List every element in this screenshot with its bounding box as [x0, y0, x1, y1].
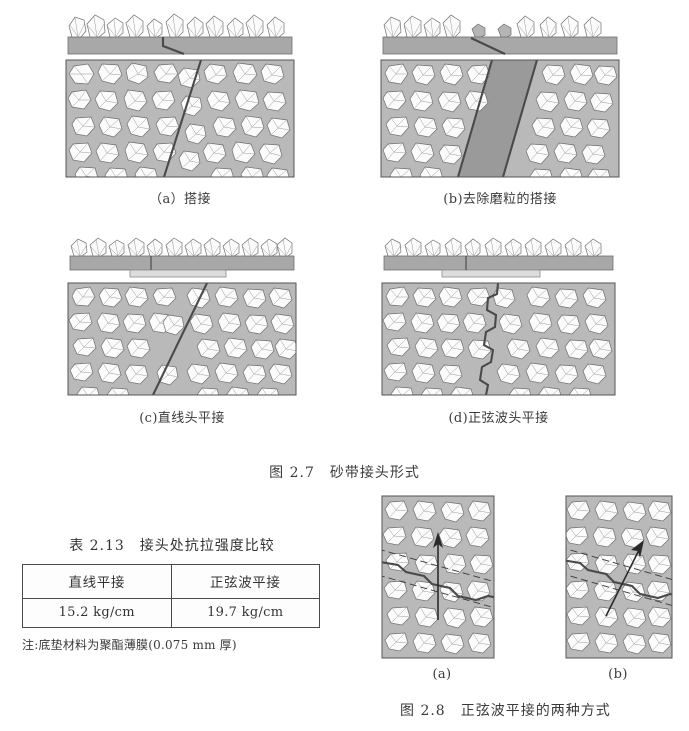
table-row-header: 直线平接 正弦波平接 — [22, 564, 320, 599]
panel-c-label: (c)直线头平接 — [139, 411, 225, 426]
panel-b-seam-right — [501, 60, 539, 177]
table-header-straight: 直线平接 — [22, 564, 172, 599]
fig28-panel-b-label: (b) — [608, 667, 628, 682]
figure-2-8-caption: 图 2.8 正弦波平接的两种方式 — [400, 703, 611, 719]
fig28a-guide-lower — [382, 575, 494, 609]
panel-a-drawing — [65, 13, 295, 178]
panel-b-seam-left — [456, 60, 494, 177]
fig28b-sine-joint — [566, 559, 672, 600]
figure-2-7-panel-c: (c)直线头平接 — [62, 228, 302, 426]
panel-d-sine-seam — [478, 283, 500, 395]
panel-b-plan-view — [380, 59, 620, 178]
figure-2-7-caption: 图 2.7 砂带接头形式 — [269, 465, 420, 481]
table-header-sine: 正弦波平接 — [170, 564, 320, 599]
panel-b-label: (b)去除磨粒的搭接 — [443, 192, 557, 207]
panel-a-label: （a）搭接 — [149, 192, 211, 207]
figure-2-8-panel-b: (b) — [552, 492, 684, 682]
fig28a-guide-upper — [382, 549, 494, 583]
table-value-straight: 15.2 kg/cm — [22, 598, 172, 628]
figure-2-7-panel-b: (b)去除磨粒的搭接 — [375, 4, 625, 207]
backing-tape — [129, 269, 227, 278]
table-value-sine: 19.7 kg/cm — [170, 598, 320, 628]
figure-2-7-panel-a: （a）搭接 — [60, 4, 300, 207]
table-2-13-caption: 表 2.13 接头处抗拉强度比较 — [69, 538, 275, 554]
panel-d-drawing — [381, 237, 616, 396]
panel-c-plan-view — [67, 282, 297, 396]
figure-2-8-panel-a: (a) — [376, 492, 508, 682]
fig28-panel-a-drawing — [381, 495, 495, 659]
table-2-13-block: 表 2.13 接头处抗拉强度比较 直线平接 正弦波平接 15.2 kg/cm 1… — [22, 535, 322, 653]
panel-c-cross-section — [69, 237, 295, 278]
panel-a-seam — [162, 60, 203, 177]
backing-tape — [441, 269, 541, 278]
panel-a-plan-view — [65, 59, 295, 178]
abrasive-grain-field — [566, 500, 672, 655]
fig28b-direction-arrow — [605, 547, 641, 617]
panel-c-seam — [152, 283, 208, 395]
panel-d-label: (d)正弦波头平接 — [448, 411, 549, 426]
fig28b-arrowhead — [631, 540, 644, 558]
figure-2-7-panel-d: (d)正弦波头平接 — [376, 228, 621, 426]
fig28a-arrowhead — [433, 532, 443, 548]
panel-b-drawing — [380, 14, 620, 178]
abrasive-grain-field — [382, 500, 494, 655]
table-row-values: 15.2 kg/cm 19.7 kg/cm — [22, 598, 320, 628]
grain-removed-band — [458, 60, 537, 177]
panel-d-cross-section — [383, 237, 614, 278]
panel-a-cross-section — [67, 13, 293, 55]
panel-c-drawing — [67, 237, 297, 396]
abrasive-grain-field — [68, 286, 296, 395]
table-2-13-note: 注:底垫材料为聚酯薄膜(0.075 mm 厚) — [22, 638, 237, 652]
fig28-panel-a-label: (a) — [432, 667, 452, 682]
abrasive-grain-field — [67, 62, 291, 177]
panel-b-cross-section — [382, 14, 618, 55]
table-2-13: 直线平接 正弦波平接 15.2 kg/cm 19.7 kg/cm — [22, 564, 320, 628]
abrasive-grain-field — [382, 63, 618, 177]
fig28a-sine-joint — [382, 561, 494, 602]
fig28-panel-b-drawing — [565, 495, 673, 659]
panel-d-plan-view — [381, 282, 616, 396]
abrasive-grain-field — [382, 286, 613, 395]
